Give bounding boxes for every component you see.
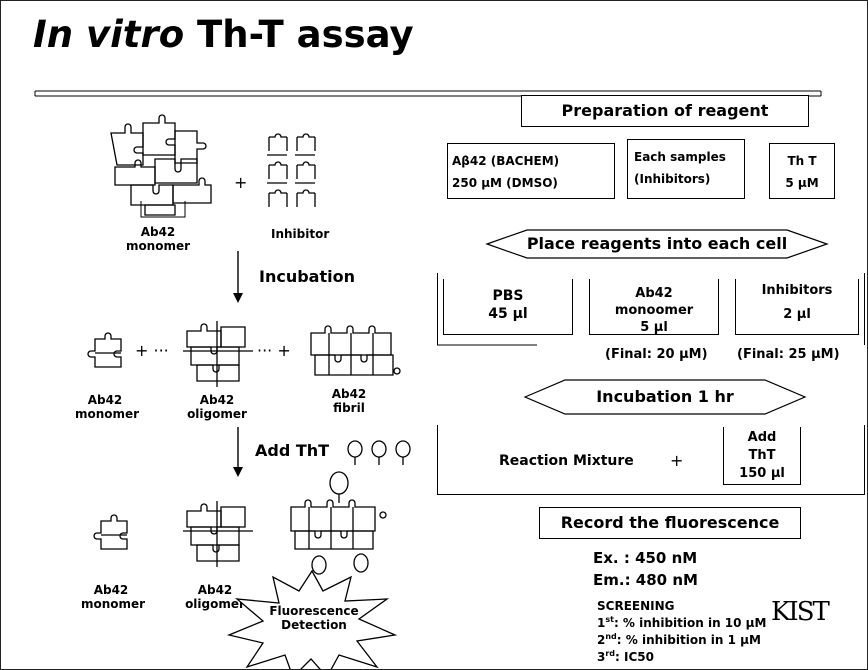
add-tht-cell-text: Add ThT 150 μl: [723, 429, 801, 483]
screening-item-3: 3rd: IC50: [597, 649, 654, 664]
add-tht-label: Add ThT: [255, 441, 330, 460]
incubation-arrow-icon: [233, 251, 243, 303]
monomer-bottom-label-line1: Ab42: [93, 583, 129, 597]
inhibitor-icon: [267, 133, 316, 207]
inhibitor-label: Inhibitor: [271, 227, 330, 241]
fibril-icon: [310, 325, 401, 376]
oligomer-bottom-label-line1: Ab42: [197, 583, 233, 597]
cell-ab42-label: Ab42: [635, 286, 673, 301]
cells-tray: [437, 273, 865, 345]
fibril-label-line1: Ab42: [331, 387, 367, 401]
cell-pbs: [443, 279, 573, 335]
kist-logo: KIST: [771, 597, 830, 627]
oligomer-bottom-label-line2: oligomer: [185, 597, 245, 611]
cell-ab42-volume: 5 μl: [640, 320, 668, 335]
title-rest: Th-T assay: [184, 13, 414, 56]
cell-inhibitors-volume: 2 μl: [783, 307, 811, 322]
screening-header: SCREENING: [597, 599, 675, 613]
reagent-abeta-line2: 250 μM (DMSO): [452, 176, 558, 190]
cell-pbs-text: PBS 45 μl: [443, 287, 573, 323]
monomer-cluster-icon: [110, 114, 212, 218]
screening-item-1-sup: st: [605, 615, 614, 624]
plus-sign: +: [234, 173, 248, 192]
dots-plus: ··· +: [257, 341, 291, 360]
monomer-mid-label: Ab42 monomer: [75, 393, 140, 421]
oligomer-mid-label-line1: Ab42: [199, 393, 235, 407]
add-tht-cell: [723, 427, 801, 485]
oligomer-bottom-label: Ab42 oligomer: [185, 583, 245, 611]
final-inhibitors: (Final: 25 μM): [737, 347, 840, 362]
fibril-bottom-icon: [290, 471, 387, 575]
final-ab42: (Final: 20 μM): [605, 347, 708, 362]
monomer-top-label-line1: Ab42: [140, 225, 176, 239]
place-reagents-shape: [485, 229, 829, 259]
screening-item-1: 1st: % inhibition in 10 μM: [597, 615, 766, 630]
place-reagents-label: Place reagents into each cell: [526, 234, 788, 253]
cell-inhibitors-label: Inhibitors: [761, 283, 833, 298]
slide-title: In vitro Th-T assay: [33, 13, 414, 56]
preparation-header: Preparation of reagent: [521, 95, 809, 127]
reagent-tht-line2: 5 μM: [785, 176, 819, 190]
reagent-samples-line2: (Inhibitors): [634, 172, 711, 186]
screening-item-2-ord: 2: [597, 633, 606, 647]
tray-bottom-line: [437, 344, 537, 346]
monomer-bottom-label-line2: monomer: [81, 597, 146, 611]
monomer-bottom-icon: [93, 514, 128, 550]
cell-ab42-label2: monoomer: [614, 303, 694, 318]
title-italic: In vitro: [33, 13, 185, 56]
incubation-label: Incubation: [259, 267, 355, 286]
monomer-top-label-line2: monomer: [125, 239, 191, 253]
cell-ab42: [589, 279, 719, 335]
screening-item-2: 2nd: % inhibition in 1 μM: [597, 632, 761, 647]
fluorescence-label-line2: Detection: [281, 618, 347, 632]
screening-item-1-text: : % inhibition in 10 μM: [613, 616, 767, 630]
fibril-label-line2: fibril: [333, 401, 365, 415]
fluorescence-label-line1: Fluorescence: [269, 604, 359, 618]
add-tht-cell-volume: 150 μl: [739, 466, 785, 481]
ex-wavelength: Ex. : 450 nM: [593, 549, 698, 567]
tht-molecule-icons: [347, 440, 411, 465]
monomer-mid-label-line1: Ab42: [87, 393, 123, 407]
screening-item-2-sup: nd: [605, 632, 617, 641]
monomer-top-label: Ab42 monomer: [113, 225, 203, 253]
oligomer-icon: [183, 321, 253, 387]
oligomer-mid-label-line2: oligomer: [187, 407, 247, 421]
oligomer-mid-label: Ab42 oligomer: [187, 393, 247, 421]
record-fluorescence-box: Record the fluorescence: [539, 507, 801, 539]
fluorescence-label: Fluorescence Detection: [269, 604, 359, 632]
add-tht-arrow-icon: [233, 427, 243, 477]
fluorescence-starburst-icon: [226, 569, 398, 669]
cell-pbs-label: PBS: [492, 288, 524, 304]
reagent-samples-box: Each samples (Inhibitors): [627, 139, 745, 199]
incubation-1hr-label: Incubation 1 hr: [596, 387, 734, 406]
monomer-mid-label-line2: monomer: [75, 407, 140, 421]
reaction-plus: +: [670, 451, 684, 470]
screening-item-3-text: : IC50: [615, 650, 654, 664]
cell-ab42-text: Ab42 monoomer 5 μl: [589, 285, 719, 336]
reagent-tht-box: Th T 5 μM: [769, 143, 835, 199]
screening-item-3-sup: rd: [605, 649, 616, 658]
incubation-shape: [523, 379, 807, 415]
screening-item-3-ord: 3: [597, 650, 606, 664]
cell-pbs-volume: 45 μl: [488, 306, 528, 322]
reagent-samples-line1: Each samples: [634, 150, 726, 164]
cell-inhibitors: [735, 279, 859, 335]
monomer-small-icon: [87, 332, 122, 368]
reagent-abeta-box: Aβ42 (BACHEM) 250 μM (DMSO): [447, 143, 615, 199]
screening-item-2-text: : % inhibition in 1 μM: [616, 633, 761, 647]
screening-item-1-ord: 1: [597, 616, 606, 630]
monomer-bottom-label: Ab42 monomer: [81, 583, 146, 611]
add-tht-cell-line2: ThT: [748, 448, 776, 463]
reaction-mixture-label: Reaction Mixture: [499, 453, 634, 469]
plus-dots: + ···: [135, 341, 169, 360]
reaction-tray: [437, 425, 865, 495]
reagent-tht-line1: Th T: [787, 154, 817, 168]
em-wavelength: Em.: 480 nM: [593, 571, 698, 589]
fibril-label: Ab42 fibril: [319, 387, 379, 415]
reagent-abeta-line1: Aβ42 (BACHEM): [452, 154, 560, 168]
add-tht-cell-line1: Add: [747, 430, 777, 445]
oligomer-bottom-icon: [183, 501, 253, 567]
